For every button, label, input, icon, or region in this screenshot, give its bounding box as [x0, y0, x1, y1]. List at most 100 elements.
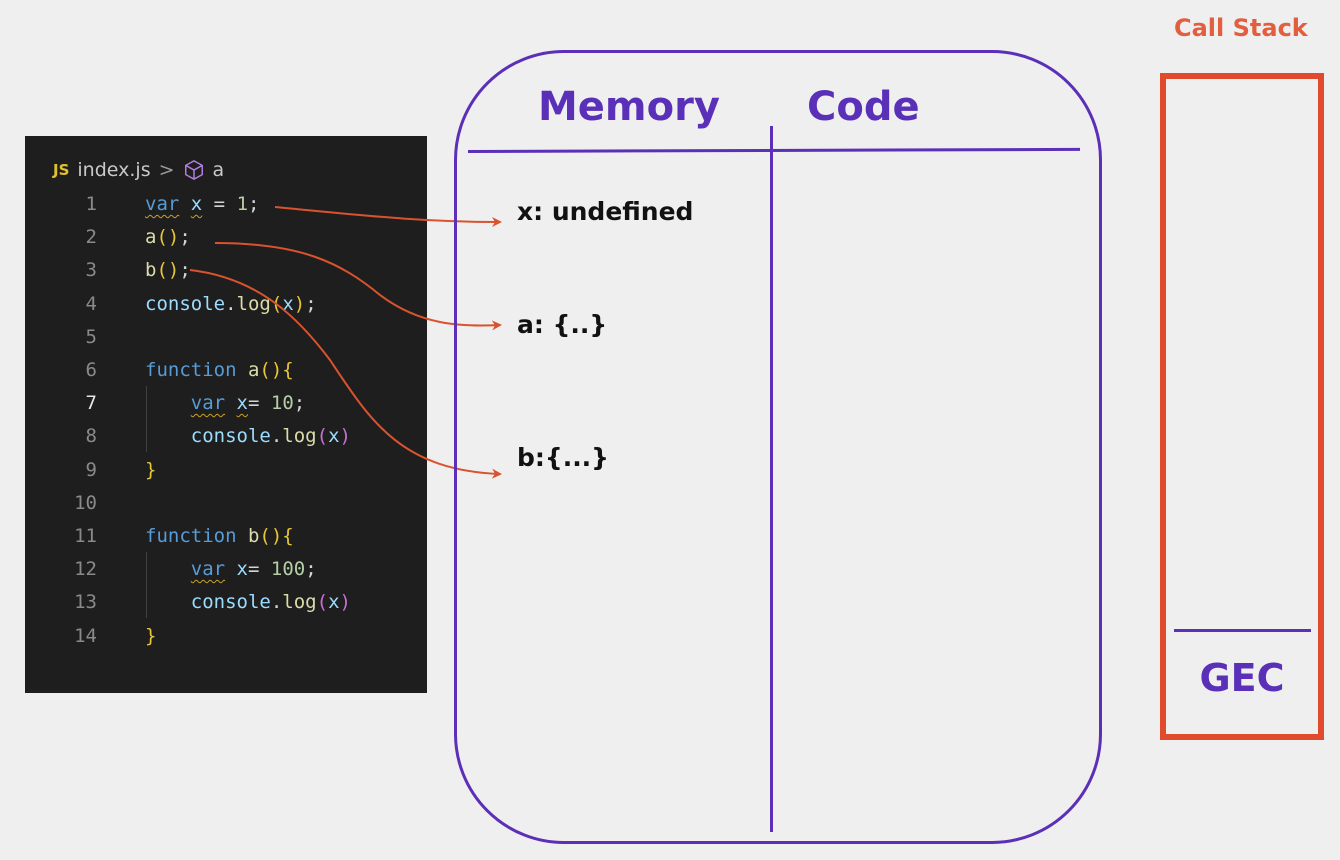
line-code: a();: [145, 221, 191, 254]
line-code: b();: [145, 254, 191, 287]
code-token: ): [339, 425, 351, 448]
code-line[interactable]: 6 function a(){: [25, 354, 427, 387]
line-code: var x = 1;: [145, 188, 259, 221]
code-line[interactable]: 11 function b(){: [25, 520, 427, 553]
code-token: x: [190, 193, 203, 215]
code-token: log: [236, 292, 271, 315]
arrow-b: [189, 269, 502, 479]
code-line[interactable]: 14}: [25, 620, 427, 653]
code-token: ;: [179, 259, 191, 282]
line-code: }: [145, 620, 156, 653]
code-token: (: [316, 425, 329, 448]
line-number: 6: [85, 359, 97, 381]
call-stack-title: Call Stack: [1174, 14, 1308, 42]
code-line[interactable]: 5: [25, 321, 427, 354]
code-line[interactable]: 9}: [25, 454, 427, 487]
memory-entry-a: a: {..}: [517, 310, 608, 339]
code-line[interactable]: 3 b();: [25, 254, 427, 287]
line-number: 4: [85, 292, 97, 315]
code-token: =: [248, 392, 271, 415]
code-token: x: [328, 425, 340, 448]
code-token: log: [282, 425, 317, 448]
line-code: console.log(x): [145, 420, 351, 453]
code-token: function: [145, 525, 237, 547]
breadcrumb: JS index.js > a: [53, 158, 224, 182]
arrow-x: [274, 206, 502, 227]
memory-entry-x: x: undefined: [517, 197, 694, 226]
code-line[interactable]: 8 console.log(x): [25, 420, 427, 453]
indent-guide: [146, 552, 147, 618]
code-token: (): [156, 259, 180, 282]
code-token: }: [145, 458, 157, 481]
stack-frame-divider: [1174, 629, 1311, 632]
line-number: 2: [85, 226, 97, 249]
indent-guide: [146, 386, 147, 452]
line-number: 14: [74, 624, 97, 647]
line-number: 12: [74, 558, 97, 581]
line-code: }: [145, 454, 156, 487]
code-token: (){: [259, 525, 294, 547]
code-token: .: [270, 425, 283, 448]
code-token: x: [236, 392, 248, 415]
line-number: 1: [85, 193, 97, 215]
line-code: var x= 100;: [145, 553, 317, 586]
code-token: ;: [293, 392, 306, 415]
code-token: ;: [305, 292, 317, 315]
code-token: 10: [270, 392, 294, 415]
stack-frame-gec: GEC: [1199, 656, 1285, 700]
code-token: .: [270, 591, 283, 614]
code-token: 1: [236, 193, 249, 215]
line-code: function a(){: [145, 354, 294, 387]
breadcrumb-symbol[interactable]: a: [212, 159, 225, 181]
breadcrumb-file[interactable]: index.js: [77, 159, 151, 181]
code-token: console: [190, 425, 271, 448]
code-token: =: [202, 193, 237, 215]
code-token: (): [156, 226, 180, 249]
cube-symbol-icon: [184, 159, 203, 181]
line-number: 5: [85, 325, 97, 348]
code-token: ;: [248, 193, 260, 215]
code-token: }: [145, 624, 157, 647]
column-divider: [770, 126, 773, 832]
memory-entry-b: b:{...}: [517, 443, 609, 472]
code-token: ): [293, 292, 306, 315]
code-token: ;: [305, 558, 317, 581]
code-token: console: [145, 292, 226, 315]
code-line[interactable]: 7 var x= 10;: [25, 387, 427, 420]
call-stack-box: [1160, 73, 1324, 740]
line-number: 11: [74, 525, 97, 547]
code-token: console: [190, 591, 271, 614]
line-code: var x= 10;: [145, 387, 305, 420]
code-token: ;: [179, 226, 191, 249]
line-number: 7: [85, 392, 97, 415]
code-token: var: [190, 392, 226, 415]
arrow-a: [214, 242, 502, 331]
code-token: var: [145, 193, 180, 215]
code-line[interactable]: 10: [25, 487, 427, 520]
line-number: 9: [85, 458, 97, 481]
code-token: =: [248, 558, 271, 581]
code-line[interactable]: 13 console.log(x): [25, 586, 427, 619]
code-token: b: [247, 525, 260, 547]
code-token: 100: [270, 558, 306, 581]
breadcrumb-separator: >: [158, 159, 175, 181]
code-token: a: [145, 226, 157, 249]
code-token: x: [236, 558, 248, 581]
code-token: (: [316, 591, 329, 614]
js-file-icon: JS: [53, 161, 70, 179]
code-token: b: [145, 259, 157, 282]
line-number: 3: [85, 259, 97, 282]
code-token: (){: [259, 359, 294, 381]
code-token: a: [247, 359, 260, 381]
code-token: function: [145, 359, 237, 381]
code-line[interactable]: 12 var x= 100;: [25, 553, 427, 586]
execution-context-box: [454, 50, 1102, 844]
line-number: 13: [74, 591, 97, 614]
code-token: x: [282, 292, 294, 315]
code-line[interactable]: 2 a();: [25, 221, 427, 254]
memory-header: Memory: [538, 84, 720, 130]
code-header: Code: [807, 84, 920, 130]
